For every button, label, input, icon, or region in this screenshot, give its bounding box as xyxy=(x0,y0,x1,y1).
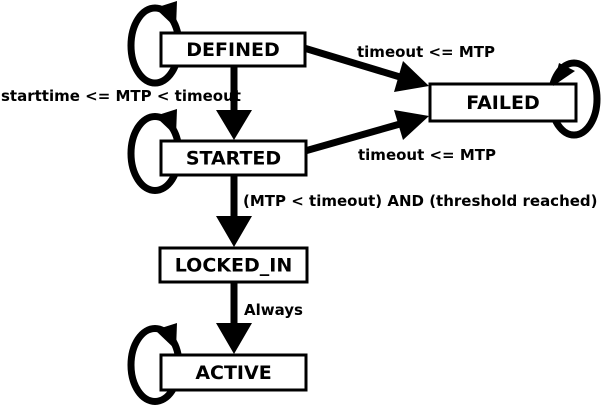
state-label-active: ACTIVE xyxy=(195,362,271,384)
transition-line-defined-failed xyxy=(302,44,402,81)
transition-label-defined-failed: timeout <= MTP xyxy=(357,43,495,61)
arrowhead-defined-started-icon xyxy=(216,110,252,140)
state-label-failed: FAILED xyxy=(466,92,539,114)
arrowhead-defined-failed-icon xyxy=(394,61,429,92)
self-loop-defined-arrowhead-icon xyxy=(155,1,177,28)
state-box-locked-in xyxy=(158,246,309,284)
self-loop-started-arrowhead-icon xyxy=(155,109,177,136)
state-box-active xyxy=(159,353,308,392)
state-box-defined xyxy=(159,31,307,68)
arrowhead-locked-in-active-icon xyxy=(216,323,252,354)
state-box-failed xyxy=(428,82,578,123)
state-label-started: STARTED xyxy=(186,148,281,170)
arrowhead-started-locked-in-icon xyxy=(216,216,252,247)
transition-label-defined-started: starttime <= MTP < timeout xyxy=(1,87,241,105)
transition-line-started-failed xyxy=(304,120,401,155)
self-loop-active-arrowhead-icon xyxy=(155,323,177,350)
transition-label-started-failed: timeout <= MTP xyxy=(358,146,496,164)
state-box-started xyxy=(159,139,308,177)
transition-label-started-locked-in: (MTP < timeout) AND (threshold reached) xyxy=(243,192,598,210)
state-label-defined: DEFINED xyxy=(186,39,279,61)
arrowhead-started-failed-icon xyxy=(394,110,429,140)
self-loop-failed-arrowhead-icon xyxy=(553,63,575,86)
state-label-locked-in: LOCKED_IN xyxy=(175,255,292,277)
transition-label-locked-in-active: Always xyxy=(244,301,303,319)
